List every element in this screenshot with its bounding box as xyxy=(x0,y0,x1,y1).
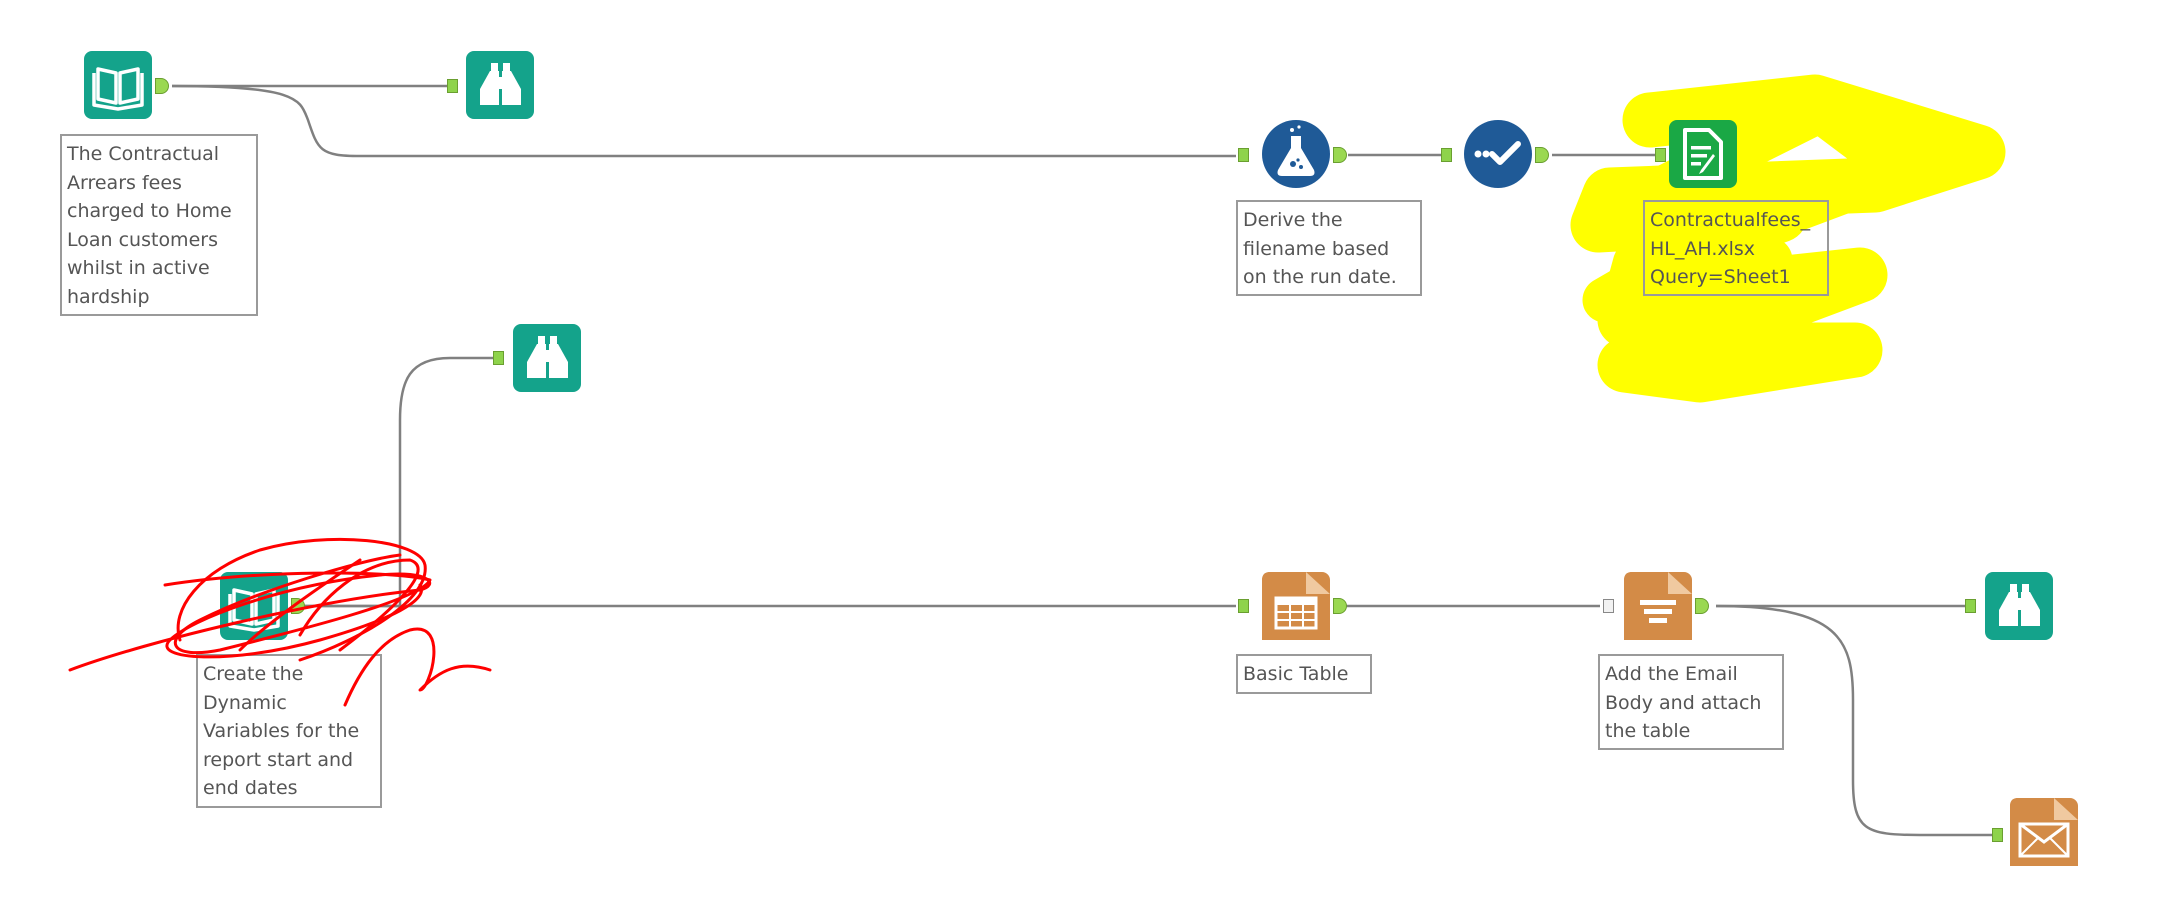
annotation-output[interactable]: Contractualfees_ HL_AH.xlsx Query=Sheet1 xyxy=(1643,200,1829,296)
input-data-tool-bottom[interactable] xyxy=(220,572,288,640)
output-anchor[interactable] xyxy=(155,78,169,94)
checkmark-dots-icon xyxy=(1474,141,1521,165)
flask-icon xyxy=(1277,125,1315,176)
input-anchor[interactable] xyxy=(1965,599,1976,613)
output-anchor[interactable] xyxy=(1333,147,1347,163)
browse-tool-middle[interactable] xyxy=(513,324,581,392)
connection-input-top-to-formula xyxy=(171,84,1236,158)
annotation-basic-table[interactable]: Basic Table xyxy=(1236,654,1372,694)
browse-tool-top[interactable] xyxy=(466,51,534,119)
basic-table-tool[interactable] xyxy=(1262,572,1330,640)
connection-input-bottom-to-browse-mid xyxy=(300,356,493,608)
table-icon xyxy=(1262,572,1330,640)
input-anchor[interactable] xyxy=(447,79,458,93)
output-anchor[interactable] xyxy=(1695,598,1709,614)
output-anchor[interactable] xyxy=(1333,598,1347,614)
input-data-tool-top[interactable] xyxy=(84,51,152,119)
annotation-formula[interactable]: Derive the filename based on the run dat… xyxy=(1236,200,1422,296)
input-anchor[interactable] xyxy=(1992,828,2003,842)
output-data-tool[interactable] xyxy=(1669,120,1737,188)
email-tool[interactable] xyxy=(2010,798,2078,866)
envelope-icon xyxy=(2010,798,2078,866)
annotation-input-top[interactable]: The Contractual Arrears fees charged to … xyxy=(60,134,258,316)
report-text-tool[interactable] xyxy=(1624,572,1692,640)
select-tool[interactable] xyxy=(1464,120,1532,188)
binoculars-icon xyxy=(480,63,521,105)
input-anchor[interactable] xyxy=(1238,148,1249,162)
book-icon xyxy=(92,67,144,111)
output-anchor[interactable] xyxy=(1535,147,1549,163)
input-anchor[interactable] xyxy=(1238,599,1249,613)
binoculars-icon xyxy=(527,336,568,378)
output-anchor[interactable] xyxy=(291,598,305,614)
annotation-report-text[interactable]: Add the Email Body and attach the table xyxy=(1598,654,1784,750)
annotation-input-bottom[interactable]: Create the Dynamic Variables for the rep… xyxy=(196,654,382,808)
input-anchor[interactable] xyxy=(1603,599,1614,613)
binoculars-icon xyxy=(1999,584,2040,626)
input-anchor[interactable] xyxy=(493,351,504,365)
formula-tool[interactable] xyxy=(1262,120,1330,188)
output-document-icon xyxy=(1683,128,1723,180)
book-icon xyxy=(228,588,280,632)
input-anchor[interactable] xyxy=(1441,148,1452,162)
report-text-icon xyxy=(1624,572,1692,640)
input-anchor[interactable] xyxy=(1655,148,1666,162)
browse-tool-bottom[interactable] xyxy=(1985,572,2053,640)
